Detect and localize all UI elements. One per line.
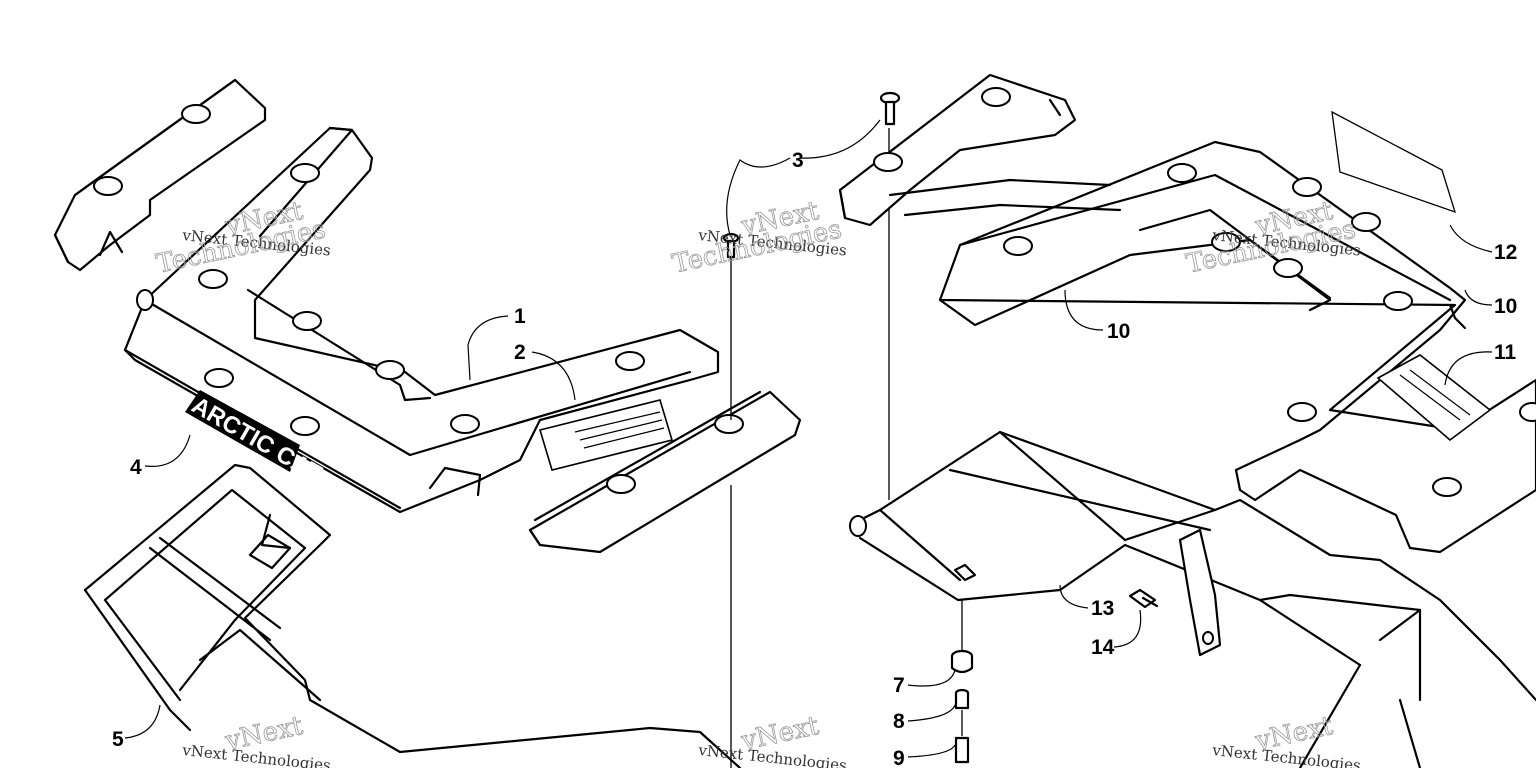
front-rack-left: ARCTIC CAT — [53, 78, 802, 554]
callout-10-right: 10 — [1494, 295, 1517, 318]
callout-13: 13 — [1091, 597, 1114, 620]
watermark-group-5: vNext Technologies vNext — [697, 711, 848, 768]
callout-3: 3 — [792, 149, 804, 172]
callout-1: 1 — [514, 305, 526, 328]
front-rack-frame-left — [83, 463, 742, 768]
callout-8: 8 — [893, 710, 905, 733]
arctic-cat-logo-badge — [185, 390, 300, 472]
callout-7: 7 — [893, 674, 905, 697]
rear-rack-right — [838, 73, 1536, 554]
callout-4: 4 — [130, 456, 142, 479]
callout-5: 5 — [112, 728, 124, 751]
callout-9: 9 — [893, 747, 905, 768]
watermark-group-4: vNext Technologies vNext — [181, 711, 332, 768]
hardware-stack-7-8-9 — [950, 600, 974, 764]
rear-rack-frame-right — [848, 430, 1536, 768]
callout-12: 12 — [1494, 241, 1517, 264]
callout-11: 11 — [1494, 341, 1517, 364]
callout-2: 2 — [514, 341, 526, 364]
bolt-part-14 — [1128, 588, 1159, 609]
watermark-group-2: vNext Technologies vNext Technologies — [669, 196, 847, 280]
callout-leaders — [124, 119, 1493, 758]
callout-10-center: 10 — [1107, 320, 1130, 343]
callout-14: 14 — [1091, 636, 1115, 659]
watermark-group-6: vNext Technologies vNext — [1211, 711, 1362, 768]
